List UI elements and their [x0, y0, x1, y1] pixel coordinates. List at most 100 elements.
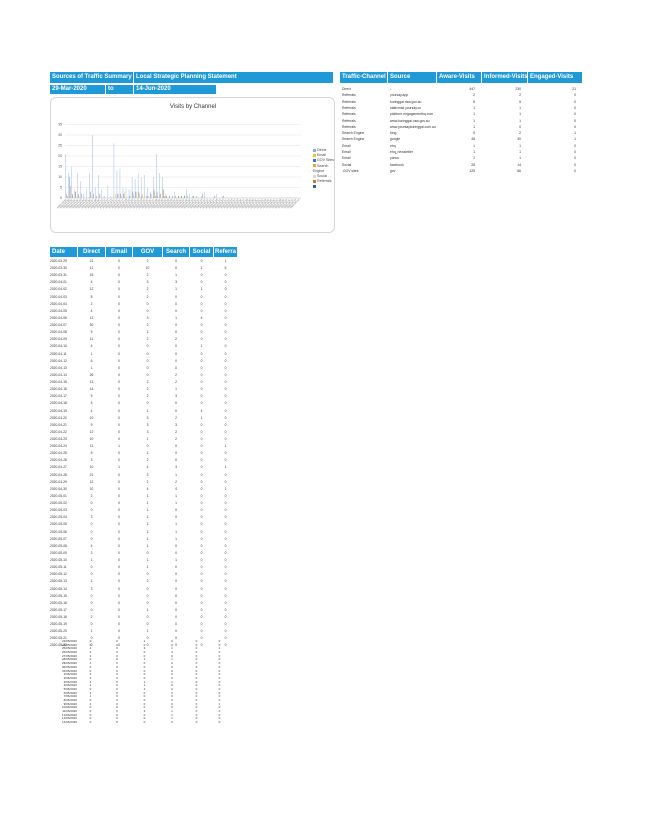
daily-cell: 9	[90, 422, 93, 427]
daily-cell: 2020-05-13	[50, 579, 67, 584]
daily-cell: 0	[175, 550, 177, 555]
chart-title: Visits by Channel	[170, 104, 216, 110]
x-tick-label: 2020-05-21	[217, 198, 228, 209]
daily-cell: 1	[146, 501, 149, 506]
dense-cell: 3	[89, 672, 92, 677]
daily-cell: 26	[89, 372, 94, 377]
daily-cell: 0	[118, 558, 120, 563]
daily-cell: 3	[146, 315, 149, 320]
dense-cell: 2	[89, 690, 92, 695]
daily-cell: 2020-03-30	[50, 266, 67, 271]
x-tick-label: 2020-05-08	[177, 198, 188, 209]
dense-cell: 9/06/2020	[63, 701, 77, 706]
dense-cell: 0	[218, 698, 221, 702]
dense-cell: 0	[116, 642, 118, 647]
daily-cell: 2020-05-03	[50, 508, 67, 513]
daily-cell: 0	[118, 394, 120, 399]
daily-cell: 2020-05-15	[50, 593, 67, 598]
x-tick-label: 2020-06-06	[265, 198, 276, 209]
daily-cell: 1	[146, 529, 149, 534]
dense-cell: 0	[143, 653, 146, 658]
daily-cell: 1	[146, 543, 149, 548]
daily-cell: 0	[224, 572, 227, 577]
traffic-cell: 0	[574, 143, 576, 148]
dense-cell: 0	[143, 712, 146, 717]
dense-cell: 0	[171, 683, 173, 688]
dense-cell: 0	[218, 675, 221, 680]
daily-cell: 0	[175, 508, 177, 513]
dense-cell: 0	[143, 698, 146, 702]
dense-cell: 0	[171, 653, 173, 658]
dense-cell: 1	[171, 716, 173, 721]
daily-cell: 0	[224, 308, 227, 313]
daily-cell: 0	[90, 607, 93, 612]
x-tick-label: 2020-06-11	[280, 198, 291, 209]
daily-cell: 0	[175, 294, 177, 299]
daily-cell: 0	[200, 323, 203, 328]
daily-cell: 0	[175, 259, 177, 263]
daily-cell: 0	[118, 280, 120, 285]
traffic-cell: facebook	[390, 162, 404, 167]
x-tick-label: 2020-06-12	[283, 198, 294, 209]
daily-cell: 0	[118, 372, 120, 377]
x-tick-label: 2020-05-13	[193, 198, 204, 209]
dense-cell: 0	[195, 694, 198, 699]
daily-header-referra: Referra	[214, 247, 237, 257]
daily-cell: 11	[89, 337, 94, 342]
dense-cell: 0	[195, 642, 198, 647]
daily-cell: 0	[118, 408, 120, 413]
x-tick-label: 2020-04-17	[114, 198, 125, 209]
daily-cell: 10	[89, 465, 94, 470]
x-tick-label: 2020-04-10	[93, 198, 104, 209]
daily-cell: 0	[200, 629, 203, 634]
traffic-cell: kuringgai.nsw.gov.au	[390, 99, 422, 104]
daily-cell: 0	[200, 558, 203, 563]
daily-cell: 0	[175, 308, 177, 313]
daily-cell: 1	[146, 451, 149, 456]
daily-cell: 0	[224, 429, 227, 434]
daily-cell: 0	[224, 408, 227, 413]
daily-cell: 1	[118, 444, 120, 449]
dense-cell: 0	[171, 661, 173, 666]
daily-cell: 5	[90, 451, 93, 456]
daily-cell: 2020-04-13	[50, 365, 67, 370]
daily-cell: 2020-04-16	[50, 387, 67, 392]
daily-cell: 2	[175, 429, 177, 434]
daily-cell: 1	[175, 529, 177, 534]
legend-extra-marker	[313, 184, 334, 189]
daily-cell: 0	[224, 536, 227, 541]
dense-cell: 2/06/2020	[63, 675, 77, 680]
legend-item: Search Engine	[313, 164, 334, 174]
traffic-cell: 1	[519, 112, 521, 117]
dense-cell: 0	[195, 668, 198, 673]
x-tick-label: 2020-06-14	[289, 198, 300, 209]
daily-header-gov: GOV	[133, 247, 162, 257]
daily-cell: 2020-04-05	[50, 308, 67, 313]
daily-cell: 2020-05-07	[50, 536, 67, 541]
dense-cell: 0	[171, 701, 173, 706]
dense-cell: 0	[89, 686, 92, 691]
x-tick-label: 2020-04-05	[78, 198, 89, 209]
daily-cell: 0	[224, 351, 227, 356]
daily-cell: 0	[200, 465, 203, 470]
dense-cell: 0	[89, 668, 92, 673]
daily-cell: 0	[200, 607, 203, 612]
traffic-cell: 1	[473, 105, 475, 110]
dense-cell: 0	[218, 657, 221, 662]
daily-cell: 0	[118, 294, 120, 299]
daily-cell: 0	[146, 643, 149, 648]
daily-cell: 0	[200, 451, 203, 456]
daily-cell: 2020-05-10	[50, 558, 67, 563]
daily-cell: 0	[90, 529, 93, 534]
daily-cell: 0	[146, 301, 149, 306]
dense-cell: 0	[89, 716, 92, 721]
daily-cell: 2020-04-19	[50, 408, 67, 413]
daily-cell: 0	[224, 401, 227, 406]
daily-cell: 0	[224, 451, 227, 456]
daily-cell: 1	[146, 493, 149, 498]
daily-cell: 0	[224, 558, 227, 563]
daily-cell: 2020-04-27	[50, 465, 67, 470]
